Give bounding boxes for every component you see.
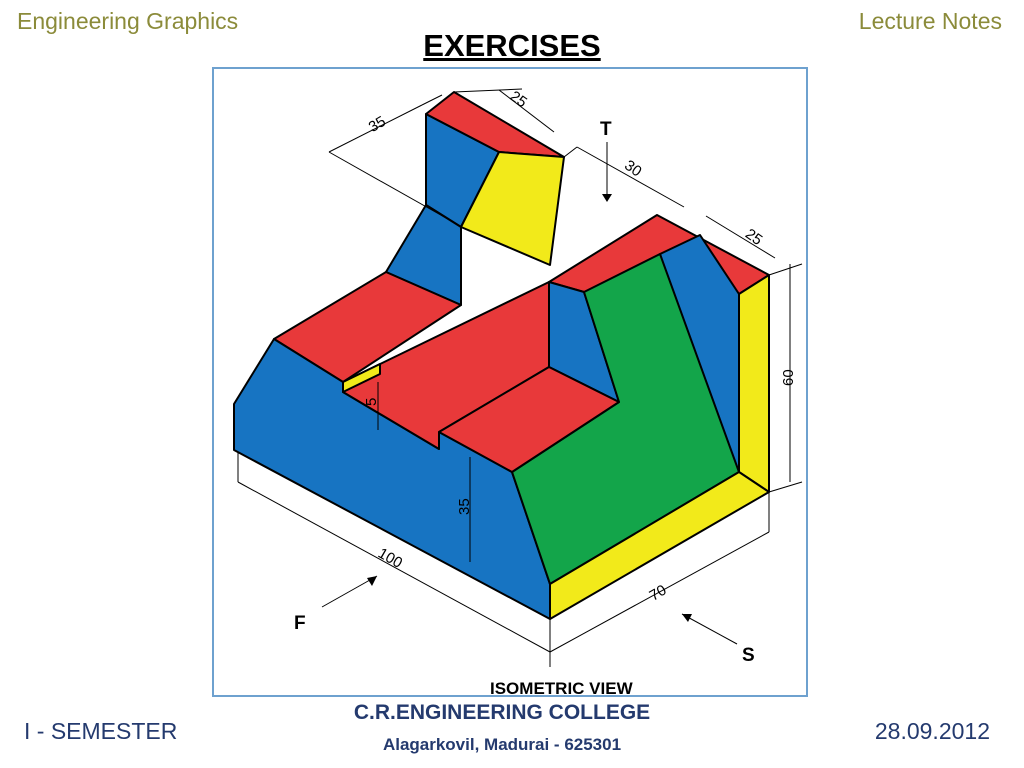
header-lecture-notes: Lecture Notes (858, 8, 1002, 34)
arrow-side-head (682, 614, 692, 622)
slot-yellow-wall (342, 363, 381, 393)
dim-100: 100 (375, 545, 405, 572)
view-label-side: S (742, 645, 755, 666)
footer-college-address: Alagarkovil, Madurai - 625301 (382, 735, 622, 754)
dim-70: 70 (647, 582, 670, 605)
header-course-title: Engineering Graphics (17, 8, 239, 34)
view-label-front: F (294, 613, 306, 634)
figure-caption: ISOMETRIC VIEW (490, 679, 634, 698)
dim-35-top: 35 (366, 113, 389, 136)
right-yellow-face (738, 274, 770, 493)
arrow-top-head (602, 194, 612, 202)
dim-60: 60 (780, 369, 797, 386)
dim-35-front: 35 (456, 498, 473, 515)
dim-5: 5 (363, 398, 380, 406)
isometric-drawing: 35 25 30 25 60 5 35 100 70 T F S ISOMETR… (233, 88, 803, 698)
slide-title: EXERCISES (423, 28, 601, 63)
dim-25-right: 25 (742, 225, 765, 248)
footer-date: 28.09.2012 (874, 718, 990, 744)
lower-red-top (438, 366, 620, 473)
dim-30: 30 (621, 157, 644, 180)
isometric-figure-frame: 35 25 30 25 60 5 35 100 70 T F S ISOMETR… (212, 67, 808, 698)
view-label-top: T (600, 119, 612, 140)
footer-semester: I - SEMESTER (24, 718, 178, 744)
footer-college-name: C.R.ENGINEERING COLLEGE (353, 701, 651, 724)
dim-25-top: 25 (507, 88, 530, 111)
arrow-front-head (367, 576, 377, 586)
